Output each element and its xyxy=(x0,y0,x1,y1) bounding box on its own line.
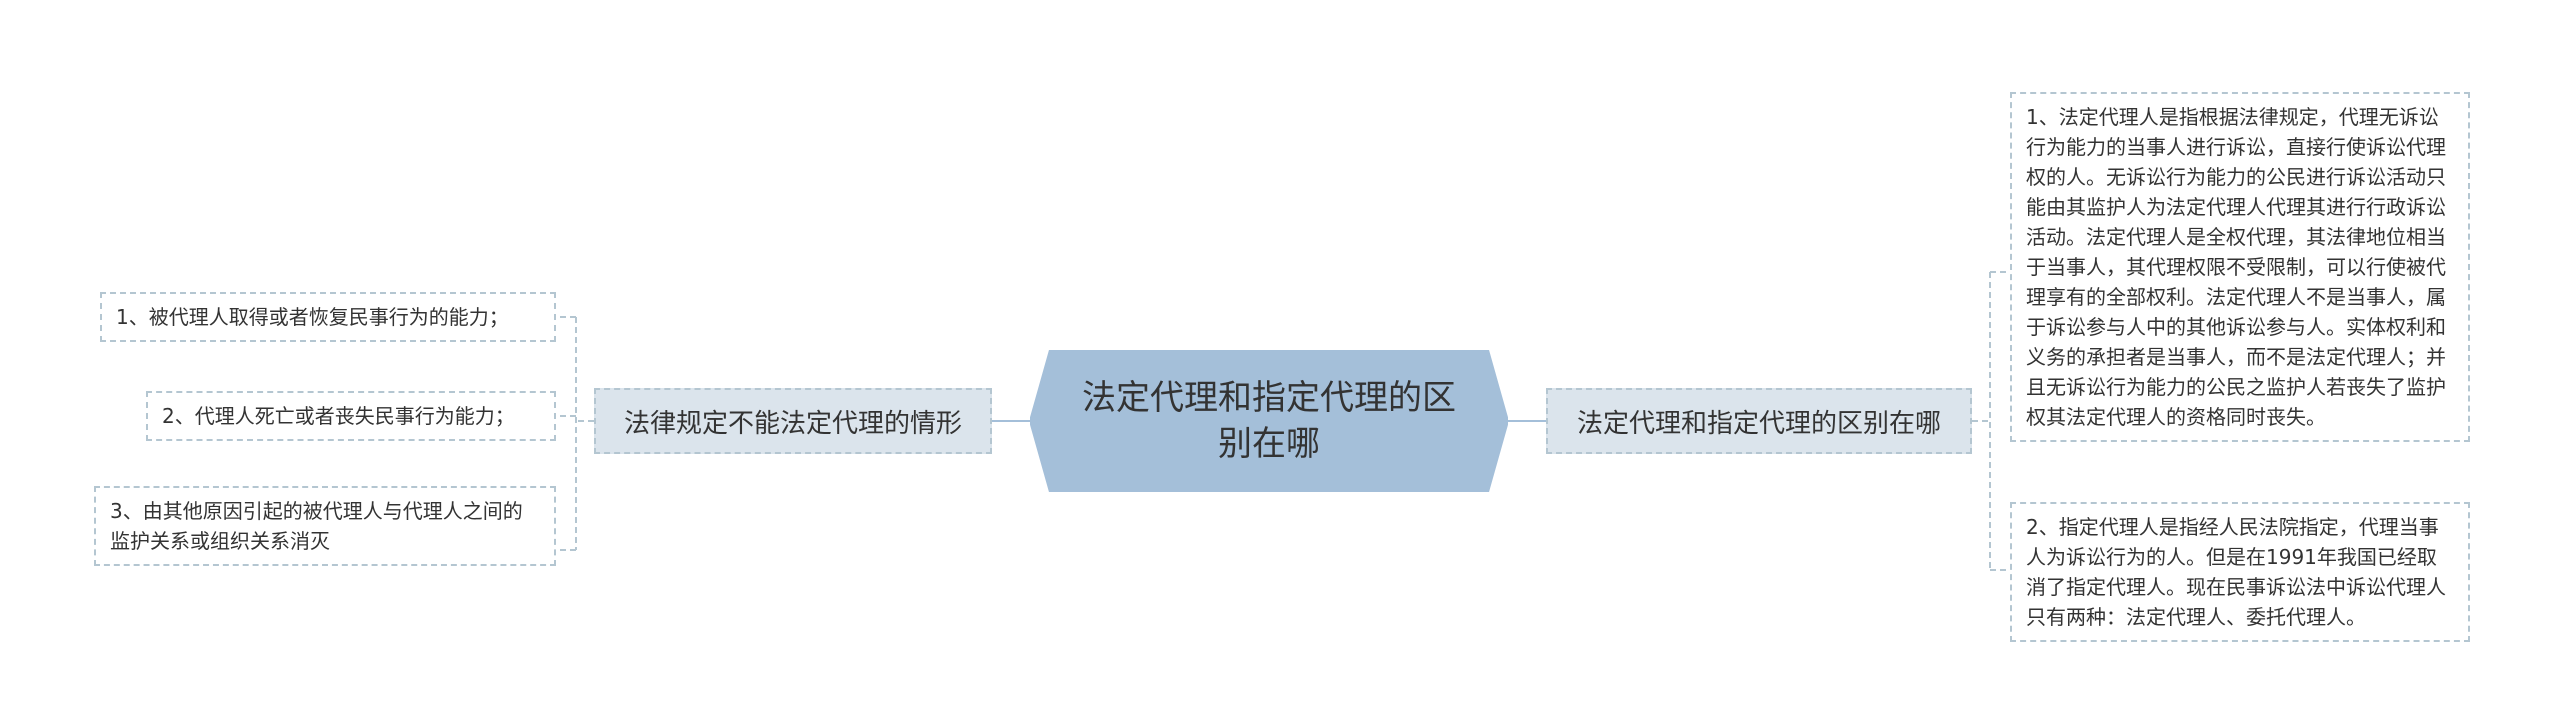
right-leaf-1-text: 1、法定代理人是指根据法律规定，代理无诉讼行为能力的当事人进行诉讼，直接行使诉讼… xyxy=(2026,105,2446,429)
left-leaf-2[interactable]: 2、代理人死亡或者丧失民事行为能力； xyxy=(146,391,556,441)
root-node-shape xyxy=(1030,350,1508,492)
right-branch-node[interactable]: 法定代理和指定代理的区别在哪 xyxy=(1546,388,1972,454)
left-branch-node[interactable]: 法律规定不能法定代理的情形 xyxy=(594,388,992,454)
root-node[interactable]: 法定代理和指定代理的区别在哪 xyxy=(1030,350,1508,492)
left-leaf-3[interactable]: 3、由其他原因引起的被代理人与代理人之间的监护关系或组织关系消灭 xyxy=(94,486,556,566)
left-leaf-3-text: 3、由其他原因引起的被代理人与代理人之间的监护关系或组织关系消灭 xyxy=(110,499,523,553)
left-leaf-1[interactable]: 1、被代理人取得或者恢复民事行为的能力； xyxy=(100,292,556,342)
left-leaf-2-text: 2、代理人死亡或者丧失民事行为能力； xyxy=(162,404,515,428)
root-title: 法定代理和指定代理的区别在哪 xyxy=(1082,378,1456,464)
connector-right-leaves xyxy=(1972,271,2010,571)
right-leaf-1[interactable]: 1、法定代理人是指根据法律规定，代理无诉讼行为能力的当事人进行诉讼，直接行使诉讼… xyxy=(2010,92,2470,442)
left-leaf-1-text: 1、被代理人取得或者恢复民事行为的能力； xyxy=(116,305,509,329)
connector-left-leaves xyxy=(556,316,594,551)
right-leaf-2[interactable]: 2、指定代理人是指经人民法院指定，代理当事人为诉讼行为的人。但是在1991年我国… xyxy=(2010,502,2470,642)
right-leaf-2-text: 2、指定代理人是指经人民法院指定，代理当事人为诉讼行为的人。但是在1991年我国… xyxy=(2026,515,2446,629)
left-branch-label: 法律规定不能法定代理的情形 xyxy=(623,408,962,439)
right-branch-label: 法定代理和指定代理的区别在哪 xyxy=(1576,408,1941,439)
